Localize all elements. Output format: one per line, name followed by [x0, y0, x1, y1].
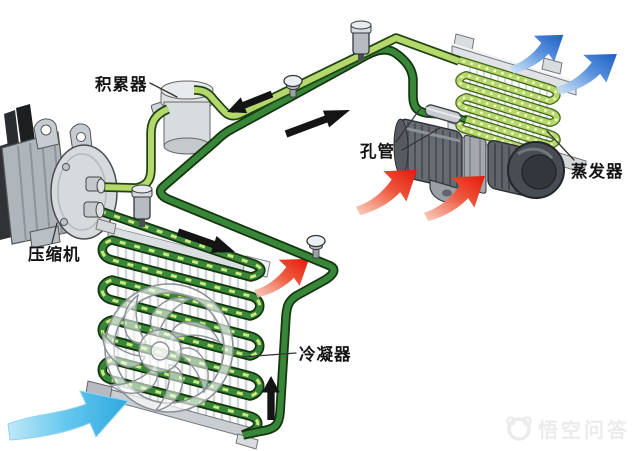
service-valve-suction — [350, 20, 372, 61]
discharge-port-cap — [95, 202, 105, 218]
orifice-leader-1 — [395, 108, 421, 143]
service-valve-discharge — [131, 184, 153, 227]
compressor-ribs — [17, 135, 63, 243]
mount-hole-left — [40, 124, 52, 136]
condenser-tab-topleft — [95, 218, 117, 235]
compressor-label: 压缩机 — [28, 244, 81, 264]
watermark-logo-ear-right — [522, 416, 532, 426]
service-valves — [131, 20, 372, 259]
accumulator-label: 积累器 — [95, 75, 148, 94]
bolt — [62, 163, 70, 171]
orifice-label: 孔管 — [360, 141, 395, 161]
orifice-leader-2 — [401, 127, 441, 151]
flow-arrow-to-evaporator — [282, 101, 354, 143]
evaporator-leader — [546, 130, 575, 161]
watermark: 悟空问答 — [506, 416, 630, 442]
blower-intake-arrow-left — [356, 170, 417, 216]
mount-hole-right — [76, 132, 86, 142]
condenser-fan — [101, 283, 234, 413]
blower-bracket-hole — [442, 189, 452, 197]
watermark-logo-ear-left — [506, 416, 516, 426]
blower-end-cap-inner — [521, 154, 557, 190]
watermark-logo-icon — [507, 417, 531, 441]
blower-cap-highlight — [517, 147, 554, 160]
valve-cap-liquid-line-upper — [283, 74, 303, 98]
compressor-face-ring — [57, 153, 107, 231]
condenser-leader — [241, 352, 297, 358]
suction-line-tube — [193, 35, 461, 119]
suction-port-cap — [96, 178, 106, 194]
evaporator-coil — [455, 56, 560, 159]
compressor-leader — [51, 222, 58, 244]
condenser-intake-arrow — [7, 390, 129, 441]
evaporator-label: 蒸发器 — [571, 161, 624, 181]
liquid-line-tube — [157, 46, 441, 438]
liquid-line — [155, 45, 468, 440]
fan-hub — [150, 341, 170, 361]
cold-air-arrow-right — [556, 53, 617, 95]
evaporator-tab-topright — [541, 57, 563, 75]
valve-cap-liquid-line-lower — [306, 234, 326, 259]
condenser-coil-dashes — [99, 209, 263, 437]
condenser-label: 冷凝器 — [299, 344, 352, 364]
watermark-text: 悟空问答 — [538, 418, 630, 442]
bolt — [60, 218, 68, 226]
labels: 积累器 压缩机 孔管 蒸发器 冷凝器 — [28, 75, 624, 364]
orifice-tube — [424, 104, 462, 124]
fan-blades — [101, 293, 221, 412]
accumulator-leader — [149, 82, 178, 98]
blower-highlight-left — [403, 126, 460, 143]
